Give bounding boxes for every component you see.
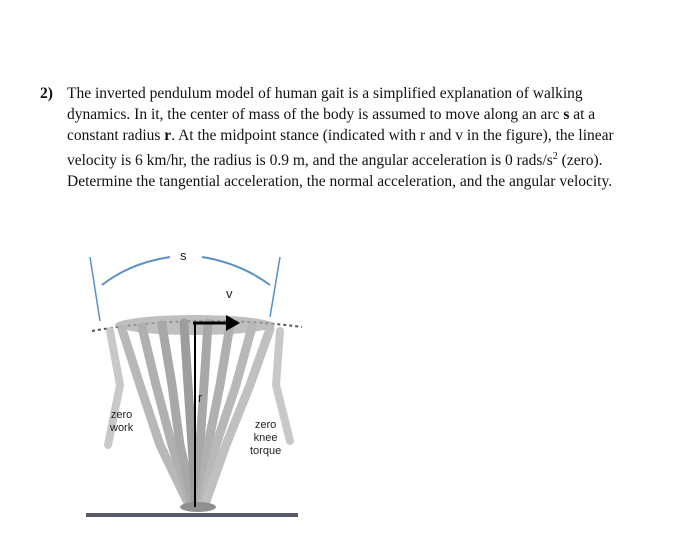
leg-8 (199, 324, 275, 512)
arc-s (101, 256, 171, 286)
problem-line-1-text: The inverted pendulum model of human gai… (67, 85, 583, 102)
problem-line-1: The inverted pendulum model of human gai… (67, 83, 687, 104)
squared-superscript: 2 (552, 151, 558, 162)
problem-line-4-text: velocity is 6 km/hr, the radius is 0.9 m… (67, 152, 553, 170)
leg-3 (157, 320, 199, 512)
label-zero-knee-torque-line-2: knee (253, 432, 278, 444)
leg-5 (193, 318, 213, 512)
leg-7 (197, 322, 257, 512)
swing-leg-right (271, 327, 294, 445)
right-radial-line (269, 256, 281, 318)
problem-line-4-tail: (zero). (557, 152, 603, 170)
arc-symbol-s: s (563, 106, 570, 123)
legs (104, 318, 294, 512)
problem-line-3-text: constant radius (67, 127, 165, 144)
label-zero-work-line-1: zero (110, 409, 133, 421)
problem-number: 2) (40, 85, 53, 102)
swing-leg-left (104, 327, 125, 449)
label-zero-work-line-2: work (110, 422, 134, 434)
problem-line-3: constant radius r. At the midpoint stanc… (67, 125, 687, 146)
problem-line-3-tail: . At the midpoint stance (indicated with… (171, 127, 614, 144)
problem-line-2-text: dynamics. In it, the center of mass of t… (67, 106, 564, 123)
inverted-pendulum-diagram (86, 256, 303, 517)
ground-line (86, 513, 298, 517)
velocity-arrowhead (226, 315, 240, 331)
inverted-pendulum-figure: s v r zero work zero knee torque (80, 245, 310, 525)
label-r: r (198, 390, 203, 405)
left-radial-line (89, 256, 101, 322)
problem-line-4: velocity is 6 km/hr, the radius is 0.9 m… (67, 146, 687, 171)
problem-text: The inverted pendulum model of human gai… (67, 83, 687, 192)
problem-line-2: dynamics. In it, the center of mass of t… (67, 104, 687, 125)
leg-2 (137, 322, 197, 512)
arc-s-right (201, 256, 271, 286)
label-s: s (180, 248, 187, 263)
foot-pivot (180, 502, 216, 512)
leg-1 (117, 324, 195, 512)
problem-line-2-tail: at a (569, 106, 596, 123)
problem-line-5: Determine the tangential acceleration, t… (67, 171, 687, 192)
label-zero-knee-torque-line-1: zero (254, 419, 277, 431)
radius-symbol-r: r (164, 127, 172, 144)
label-zero-knee-torque-line-3: torque (250, 445, 282, 457)
problem-line-5-text: Determine the tangential acceleration, t… (67, 173, 613, 191)
label-zero-knee-torque: zero knee torque (250, 419, 281, 458)
leg-6 (195, 320, 235, 512)
label-v: v (226, 286, 233, 301)
label-zero-work: zero work (110, 409, 133, 435)
